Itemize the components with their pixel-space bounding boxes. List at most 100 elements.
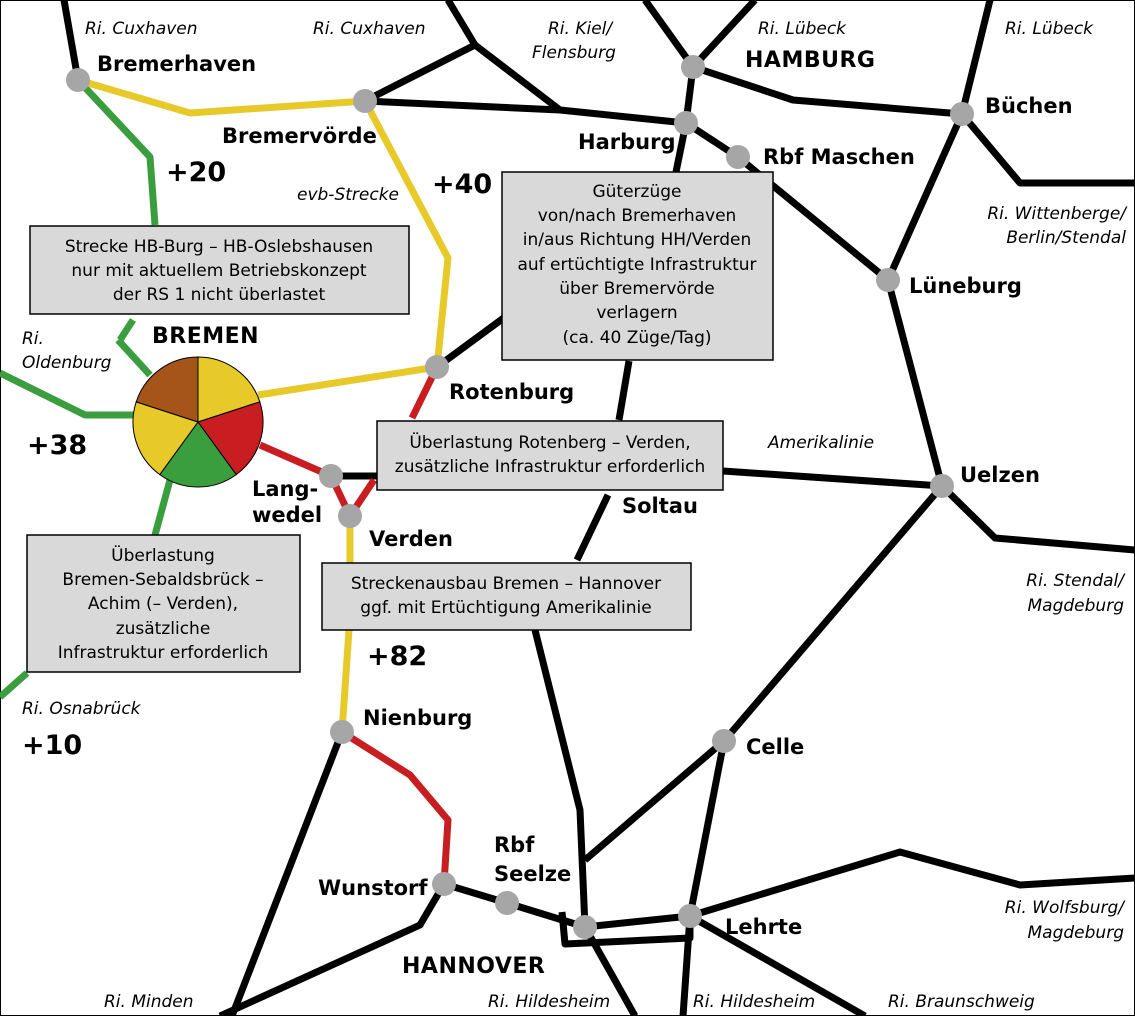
- station-lueneburg: [876, 268, 900, 292]
- note-gueterzuege-line-6: verlagern: [596, 303, 677, 323]
- label-lehrte: Lehrte: [725, 915, 802, 939]
- label-bremervoerde: Bremervörde: [222, 124, 377, 148]
- line-lehrte-wolfsburg: [688, 848, 1135, 920]
- note-oslebshausen-line-2: nur mit aktuellem Betriebskonzept: [71, 261, 367, 281]
- line-uelzen-celle-hannover: [582, 483, 945, 863]
- note-streckenausbau: Streckenausbau Bremen – Hannover ggf. mi…: [321, 562, 692, 631]
- dir-kiel-1: Ri. Kiel/: [548, 19, 614, 39]
- line-hamburg-luebeck: [690, 0, 758, 70]
- dir-oldenburg-2: Oldenburg: [22, 353, 112, 373]
- pie-slice-yellow-sw: [132, 401, 199, 476]
- line-cuxhaven-triangle: [363, 0, 479, 105]
- note-gueterzuege-line-3: in/aus Richtung HH/Verden: [523, 230, 752, 250]
- dir-stendal-1: Ri. Stendal/: [1026, 571, 1126, 591]
- dir-wolfsburg-2: Magdeburg: [1028, 923, 1125, 943]
- dir-osnabrueck: Ri. Osnabrück: [22, 699, 142, 719]
- note-oslebshausen-line-3: der RS 1 nicht überlastet: [113, 285, 326, 305]
- line-soltau-hannover: [531, 629, 589, 928]
- note-gueterzuege-line-2: von/nach Bremerhaven: [538, 206, 737, 226]
- note-sebaldsbrueck-line-5: Infrastruktur erforderlich: [58, 643, 268, 663]
- line-nienburg-north: [338, 629, 353, 733]
- line-nienburg-west: [228, 730, 346, 1016]
- station-hamburg: [681, 55, 705, 79]
- station-langwedel: [319, 464, 343, 488]
- line-hamburg-buechen: [691, 63, 963, 118]
- station-verden: [338, 504, 362, 528]
- note-gueterzuege-line-4: auf ertüchtigte Infrastruktur: [517, 255, 756, 275]
- dir-luebeck-1: Ri. Lübeck: [758, 19, 847, 39]
- station-rbf-seelze: [495, 891, 519, 915]
- line-amerikalinie: [722, 467, 943, 490]
- station-uelzen: [930, 474, 954, 498]
- line-osnabrueck: [0, 670, 30, 700]
- bremen-node-pie: [132, 356, 264, 488]
- dir-stendal-2: Magdeburg: [1028, 596, 1125, 616]
- label-buechen: Büchen: [985, 94, 1073, 118]
- line-bremerhaven-bremen: [75, 77, 159, 226]
- note-gueterzuege-line-5: über Bremervörde: [559, 279, 715, 299]
- label-verden: Verden: [369, 527, 453, 551]
- note-streckenausbau-line-2: ggf. mit Ertüchtigung Amerikalinie: [360, 598, 651, 618]
- label-uelzen: Uelzen: [960, 463, 1040, 487]
- dir-wolfsburg-1: Ri. Wolfsburg/: [1005, 898, 1126, 918]
- station-nienburg: [330, 720, 354, 744]
- note-rotenberg-line-1: Überlastung Rotenberg – Verden,: [409, 431, 690, 453]
- line-bremen-rotenburg: [257, 363, 438, 399]
- increment-plus20: +20: [166, 157, 226, 188]
- station-hannover: [573, 915, 597, 939]
- increment-plus10: +10: [22, 730, 82, 761]
- label-hannover: HANNOVER: [402, 954, 545, 979]
- train-increments: +20 +40 +38 +82 +10: [22, 157, 492, 761]
- label-celle: Celle: [746, 735, 804, 759]
- line-soltau-south: [573, 493, 612, 562]
- note-rotenberg: Überlastung Rotenberg – Verden, zusätzli…: [376, 420, 724, 491]
- line-bremen-north: [117, 318, 136, 342]
- label-wunstorf: Wunstorf: [318, 876, 428, 900]
- station-bremerhaven: [66, 68, 90, 92]
- line-hannover-hildesheim: [581, 925, 639, 1016]
- dir-amerikalinie: Amerikalinie: [767, 433, 874, 453]
- line-evb-strecke: [361, 99, 452, 368]
- increment-plus40: +40: [432, 169, 492, 200]
- line-nienburg-wunstorf: [340, 729, 452, 885]
- pie-slice-brown: [135, 356, 199, 423]
- line-uelzen-stendal: [939, 483, 1135, 554]
- dir-cuxhaven-1: Ri. Cuxhaven: [85, 19, 198, 39]
- label-langwedel-1: Lang-: [252, 477, 318, 501]
- note-sebaldsbrueck-line-1: Überlastung: [111, 544, 215, 566]
- dir-minden: Ri. Minden: [104, 992, 194, 1012]
- note-gueterzuege-box: [501, 171, 774, 361]
- note-rotenberg-box: [376, 420, 724, 491]
- station-buechen: [950, 102, 974, 126]
- line-heidebahn: [615, 360, 633, 421]
- station-wunstorf: [432, 872, 456, 896]
- direction-labels: Ri. Cuxhaven Ri. Cuxhaven Ri. Kiel/ Flen…: [22, 19, 1128, 1012]
- label-bremen: BREMEN: [152, 324, 259, 349]
- pie-slice-green: [159, 421, 237, 488]
- label-nienburg: Nienburg: [363, 706, 472, 730]
- dir-braunschweig: Ri. Braunschweig: [888, 992, 1035, 1012]
- line-bremen-south: [151, 479, 174, 536]
- pie-slice-red: [197, 401, 264, 476]
- note-rotenberg-line-2: zusätzliche Infrastruktur erforderlich: [395, 457, 705, 477]
- label-harburg: Harburg: [578, 130, 675, 154]
- station-harburg: [674, 111, 698, 135]
- dir-wittenberge-2: Berlin/Stendal: [1006, 228, 1126, 248]
- note-streckenausbau-box: [321, 562, 692, 631]
- note-sebaldsbrueck-line-4: zusätzliche: [116, 619, 211, 639]
- green-rail-lines: [0, 77, 174, 700]
- line-lueneburg-uelzen: [884, 279, 946, 487]
- dir-cuxhaven-2: Ri. Cuxhaven: [313, 19, 426, 39]
- note-sebaldsbrueck-box: [26, 534, 301, 673]
- station-lehrte: [678, 904, 702, 928]
- dir-hildesheim-1: Ri. Hildesheim: [488, 992, 610, 1012]
- stations: [66, 55, 974, 939]
- station-bremervoerde: [353, 89, 377, 113]
- line-bremervoerde-hamburg-west: [364, 97, 687, 127]
- label-rbf-seelze-2: Seelze: [494, 862, 571, 886]
- line-lehrte-braunschweig: [688, 912, 867, 1016]
- increment-plus38: +38: [27, 430, 87, 461]
- line-bremen-oldenburg-2: [0, 369, 140, 419]
- note-sebaldsbrueck: Überlastung Bremen-Sebaldsbrück – Achim …: [26, 534, 301, 673]
- note-streckenausbau-line-1: Streckenausbau Bremen – Hannover: [351, 574, 661, 594]
